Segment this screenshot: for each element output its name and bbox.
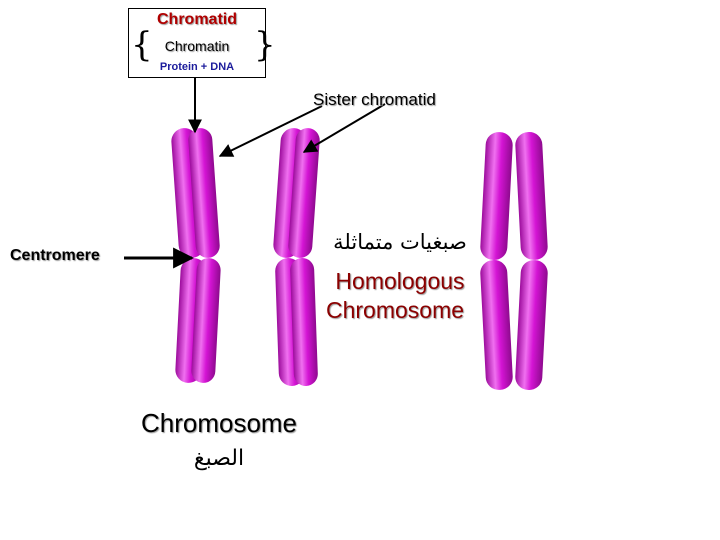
chromosome-3-arm-lower-right [515, 260, 548, 390]
centromere-label: Centromere [10, 247, 100, 264]
chromatid-label: Chromatid [157, 11, 237, 28]
sister-chromatid-label: Sister chromatid [313, 90, 436, 109]
chromosome-3-arm-lower-left [480, 260, 513, 390]
chromosome-1 [171, 128, 221, 383]
protein-dna-label: Protein + DNA [159, 61, 235, 73]
right-brace: } [254, 25, 276, 65]
sister-chromatid-arrow-right [302, 103, 386, 153]
chromosome-2 [273, 128, 320, 386]
chromosome-2-arm-upper-right [288, 128, 320, 258]
chromatid-box: Chromatid Chromatin Protein + DNA [128, 8, 266, 78]
sister-chromatid-arrow-left [218, 105, 323, 157]
homologous-chromosome-label: Chromosome [325, 297, 465, 323]
left-brace: { [131, 25, 153, 65]
chromosome-1-arm-upper-right [188, 128, 220, 258]
chromatin-label: Chromatin [164, 38, 230, 54]
homologous-label: Homologous [335, 268, 465, 294]
homologous-arabic-label: صبغيات متماثلة [333, 230, 467, 254]
chromosome-3-arm-upper-left [480, 132, 513, 260]
chromosome-1-arm-lower-right [191, 258, 221, 383]
chromosome-arabic-label: الصبغ [193, 446, 245, 471]
chromosome-2-arm-lower-right [290, 258, 318, 386]
chromosome-3-arm-upper-right [515, 132, 548, 260]
chromosome-3 [480, 132, 548, 390]
chromosome-label: Chromosome [140, 408, 298, 438]
